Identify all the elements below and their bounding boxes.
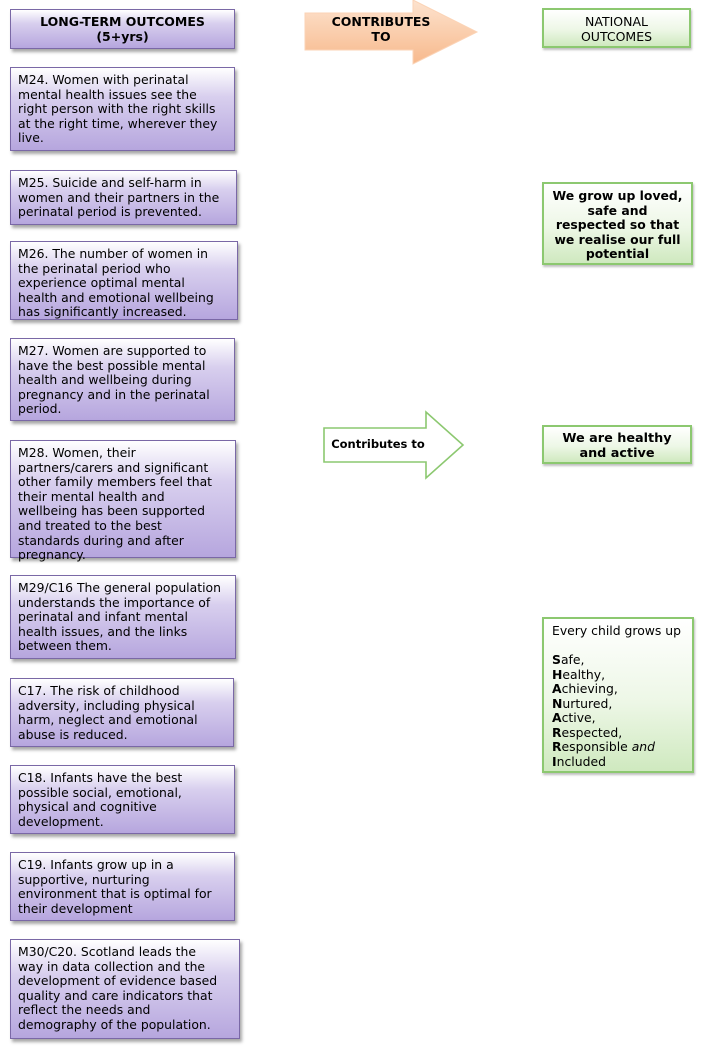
- national-outcome-loved-safe-respected: We grow up loved, safe and respected so …: [542, 182, 693, 265]
- outcome-line: right person with the right skills: [18, 101, 216, 117]
- outcome-line: experience optimal mental: [18, 275, 185, 291]
- outcome-line: M26. The number of women in: [18, 246, 208, 261]
- national-outcomes-header: NATIONAL OUTCOMES: [542, 8, 691, 48]
- contributes-to-arrow: [323, 410, 465, 480]
- outcome-line: their mental health and: [18, 488, 165, 504]
- shanarri-rest: afe,: [560, 652, 585, 667]
- outcome-line: M30/C20. Scotland leads the: [18, 944, 196, 959]
- shanarri-rest: espected,: [561, 724, 623, 740]
- national-outcomes-title: NATIONAL: [585, 14, 648, 29]
- outcome-line: their development: [18, 900, 133, 916]
- outcome-line: other family members feel that: [18, 474, 213, 490]
- outcome-line: possible social, emotional,: [18, 784, 182, 800]
- contributes-to-header-label: CONTRIBUTES TO: [331, 14, 431, 44]
- outcome-line: abuse is reduced.: [18, 726, 128, 742]
- contributes-to-label: Contributes to: [331, 437, 425, 451]
- outcome-line: supportive, nurturing: [18, 871, 150, 887]
- shanarri-item: Respected,: [552, 724, 684, 741]
- national-outcomes-subtitle: OUTCOMES: [580, 28, 653, 44]
- every-child-intro: Every child grows up: [552, 623, 682, 638]
- shanarri-initial: S: [552, 652, 561, 667]
- outcome-line: reflect the needs and: [18, 1002, 151, 1018]
- long-term-outcomes-title: LONG-TERM OUTCOMES: [40, 14, 205, 29]
- outcome-line: period.: [18, 401, 62, 417]
- outcome-line: pregnancy and in the perinatal: [18, 386, 210, 402]
- outcome-line: C18. Infants have the best: [18, 770, 183, 785]
- shanarri-item: Safe,: [552, 652, 684, 668]
- outcome-line: physical and cognitive: [18, 799, 157, 815]
- outcome-line: mental health issues see the: [18, 86, 197, 102]
- outcome-line: partners/carers and significant: [18, 459, 209, 475]
- shanarri-rest: urtured,: [562, 695, 613, 711]
- shanarri-initial: H: [552, 666, 563, 682]
- shanarri-initial: N: [552, 695, 563, 711]
- outcome-line: M25. Suicide and self-harm in: [18, 175, 202, 190]
- outcome-line: quality and care indicators that: [18, 987, 213, 1003]
- outcome-line: C19. Infants grow up in a: [18, 857, 174, 872]
- outcome-line: development.: [18, 813, 104, 829]
- shanarri-item: Included: [552, 753, 684, 770]
- outcome-line: pregnancy.: [18, 547, 86, 563]
- outcome-line: standards during and after: [18, 532, 184, 548]
- shanarri-item: Active,: [552, 710, 684, 726]
- outcome-line: health and wellbeing during: [18, 372, 192, 388]
- contributes-to-header-arrow: [304, 0, 479, 65]
- outcome-line: C17. The risk of childhood: [18, 683, 180, 698]
- shanarri-initial: R: [552, 739, 562, 754]
- outcome-line: has significantly increased.: [18, 304, 187, 320]
- shanarri-initial: I: [552, 753, 557, 769]
- outcome-line: perinatal period is prevented.: [18, 204, 202, 220]
- outcome-line: and treated to the best: [18, 517, 162, 533]
- shanarri-rest: chieving,: [561, 681, 618, 696]
- shanarri-rest: ncluded: [556, 753, 606, 769]
- outcome-line: understands the importance of: [18, 594, 211, 610]
- outcome-line: between them.: [18, 638, 112, 654]
- outcome-line: the perinatal period who: [18, 260, 171, 276]
- outcome-line: development of evidence based: [18, 973, 218, 989]
- shanarri-initial: A: [552, 710, 562, 725]
- shanarri-tail: and: [631, 739, 656, 754]
- outcome-line: M29/C16 The general population: [18, 580, 221, 595]
- shanarri-initial: R: [552, 724, 562, 740]
- national-outcome-every-child: Every child grows up Safe,Healthy,Achiev…: [542, 617, 694, 773]
- shanarri-item: Achieving,: [552, 681, 684, 697]
- outcome-line: live.: [18, 130, 44, 146]
- shanarri-rest: esponsible: [561, 739, 632, 754]
- outcome-line: demography of the population.: [18, 1016, 211, 1032]
- outcome-line: women and their partners in the: [18, 189, 220, 205]
- shanarri-list: Safe,Healthy,Achieving,Nurtured,Active,R…: [552, 652, 684, 770]
- long-term-outcomes-header: LONG-TERM OUTCOMES (5+yrs): [10, 9, 235, 49]
- shanarri-rest: ctive,: [561, 710, 596, 725]
- outcome-line: adversity, including physical: [18, 697, 195, 713]
- outcome-line: wellbeing has been supported: [18, 503, 206, 519]
- outcome-line: M27. Women are supported to: [18, 343, 207, 358]
- shanarri-rest: ealthy,: [562, 666, 606, 682]
- outcome-line: way in data collection and the: [18, 958, 206, 974]
- national-outcome-healthy-active: We are healthy and active: [542, 425, 692, 464]
- outcome-line: perinatal and infant mental: [18, 609, 188, 625]
- outcome-line: environment that is optimal for: [18, 886, 212, 902]
- long-term-outcomes-period: (5+yrs): [96, 28, 149, 44]
- outcome-line: harm, neglect and emotional: [18, 712, 198, 728]
- outcome-line: M24. Women with perinatal: [18, 72, 189, 87]
- shanarri-item: Healthy,: [552, 666, 684, 683]
- shanarri-item: Nurtured,: [552, 695, 684, 712]
- shanarri-item: Responsible and: [552, 739, 684, 755]
- outcome-line: at the right time, wherever they: [18, 115, 218, 131]
- outcome-line: M28. Women, their: [18, 445, 136, 460]
- outcome-line: health issues, and the links: [18, 623, 188, 639]
- outcome-line: have the best possible mental: [18, 357, 206, 373]
- shanarri-initial: A: [552, 681, 562, 696]
- outcome-line: health and emotional wellbeing: [18, 289, 214, 305]
